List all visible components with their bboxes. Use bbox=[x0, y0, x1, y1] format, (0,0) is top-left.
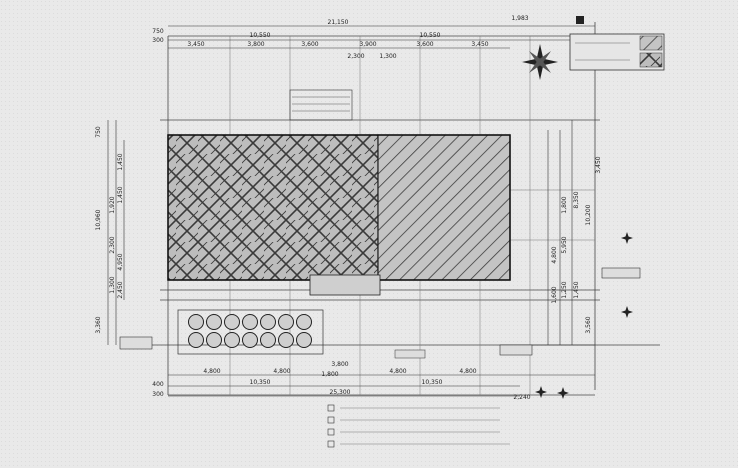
parking-space bbox=[206, 314, 222, 330]
left-dimensions: 750 1,450 10,960 1,450 1,920 2,300 4,950… bbox=[95, 120, 125, 345]
dim-bottom-overall: 25,300 bbox=[330, 389, 351, 396]
dim-left-6: 2,300 bbox=[109, 236, 116, 253]
parking-space bbox=[224, 314, 240, 330]
dim-top-right-offset: 1,983 bbox=[511, 15, 528, 22]
dim-top-seg-4: 3,900 bbox=[359, 41, 376, 48]
parking-space bbox=[242, 332, 258, 348]
parking-space bbox=[278, 332, 294, 348]
dim-top-chain-right: 10,550 bbox=[420, 32, 441, 39]
dim-left-7: 4,950 bbox=[117, 253, 124, 270]
dim-top-seg-6: 3,450 bbox=[471, 41, 488, 48]
dim-bottom-inner-2: 3,800 bbox=[331, 361, 348, 368]
top-dimensions: 21,150 1,983 750 300 10,550 10,550 3,450… bbox=[152, 15, 595, 60]
dim-top-seg-2: 3,800 bbox=[247, 41, 264, 48]
dim-bottom-chain-2: 10,350 bbox=[422, 379, 443, 386]
dim-bottom-seg-1: 4,800 bbox=[203, 368, 220, 375]
dim-right-1: 3,450 bbox=[595, 156, 602, 173]
dim-bottom-chain-1: 10,350 bbox=[250, 379, 271, 386]
right-dimensions: 3,450 1,800 10,200 8,350 4,800 5,950 1,6… bbox=[547, 120, 602, 345]
dim-right-8: 1,250 bbox=[561, 281, 568, 298]
building-footprint bbox=[167, 134, 511, 296]
dim-top-chain-left: 10,550 bbox=[250, 32, 271, 39]
survey-point-icon bbox=[535, 386, 547, 398]
bottom-dimensions: 4,800 4,800 4,800 4,800 1,800 3,800 10,3… bbox=[152, 361, 595, 401]
north-arrow-icon bbox=[522, 44, 558, 80]
dim-top-overall: 21,150 bbox=[328, 19, 349, 26]
parking-space bbox=[224, 332, 240, 348]
dim-left-2: 1,450 bbox=[117, 153, 124, 170]
survey-point-icon bbox=[621, 232, 633, 244]
parking-space bbox=[260, 332, 276, 348]
parking-space bbox=[260, 314, 276, 330]
dim-left-8: 1,300 bbox=[109, 276, 116, 293]
dim-left-10: 3,360 bbox=[95, 316, 102, 333]
dim-left-5: 1,920 bbox=[109, 196, 116, 213]
dim-right-2: 1,800 bbox=[561, 196, 568, 213]
dim-bottom-seg-3: 4,800 bbox=[389, 368, 406, 375]
dim-top-seg-1: 3,450 bbox=[187, 41, 204, 48]
callout-tags bbox=[119, 89, 641, 359]
notes-block bbox=[327, 404, 510, 448]
dim-top-inner-2: 1,300 bbox=[379, 53, 396, 60]
dim-right-7: 1,600 bbox=[551, 286, 558, 303]
dim-left-1: 750 bbox=[95, 126, 102, 138]
dim-right-3: 10,200 bbox=[585, 204, 592, 225]
dim-right-4: 8,350 bbox=[573, 191, 580, 208]
survey-point-icon bbox=[621, 306, 633, 318]
dim-right-10: 3,560 bbox=[585, 316, 592, 333]
hatch-legend bbox=[569, 16, 665, 71]
dim-top-inner-1: 2,300 bbox=[347, 53, 364, 60]
dim-top-left-ext: 750 bbox=[152, 28, 164, 35]
dim-right-5: 4,800 bbox=[551, 246, 558, 263]
dim-bottom-seg-4: 4,800 bbox=[459, 368, 476, 375]
parking-spaces bbox=[177, 309, 324, 355]
dim-bottom-left-1: 400 bbox=[152, 381, 164, 388]
parking-space bbox=[188, 332, 204, 348]
dim-left-4: 1,450 bbox=[117, 186, 124, 203]
dim-top-left-ext2: 300 bbox=[152, 37, 164, 44]
dim-top-seg-5: 3,600 bbox=[416, 41, 433, 48]
dim-right-6: 5,950 bbox=[561, 236, 568, 253]
dim-bottom-inner: 1,800 bbox=[321, 371, 338, 378]
dim-left-3: 10,960 bbox=[95, 209, 102, 230]
parking-space bbox=[278, 314, 294, 330]
parking-space bbox=[242, 314, 258, 330]
survey-point-markers bbox=[535, 232, 633, 399]
dim-bottom-right: 2,240 bbox=[513, 394, 530, 401]
parking-space bbox=[206, 332, 222, 348]
parking-area bbox=[177, 309, 324, 355]
dim-right-9: 1,450 bbox=[573, 281, 580, 298]
parking-space bbox=[188, 314, 204, 330]
dim-top-seg-3: 3,600 bbox=[301, 41, 318, 48]
dim-left-9: 2,450 bbox=[117, 281, 124, 298]
parking-space bbox=[296, 314, 312, 330]
survey-point-icon bbox=[557, 387, 569, 399]
parking-space bbox=[296, 332, 312, 348]
dim-bottom-seg-2: 4,800 bbox=[273, 368, 290, 375]
dim-bottom-left-2: 300 bbox=[152, 391, 164, 398]
